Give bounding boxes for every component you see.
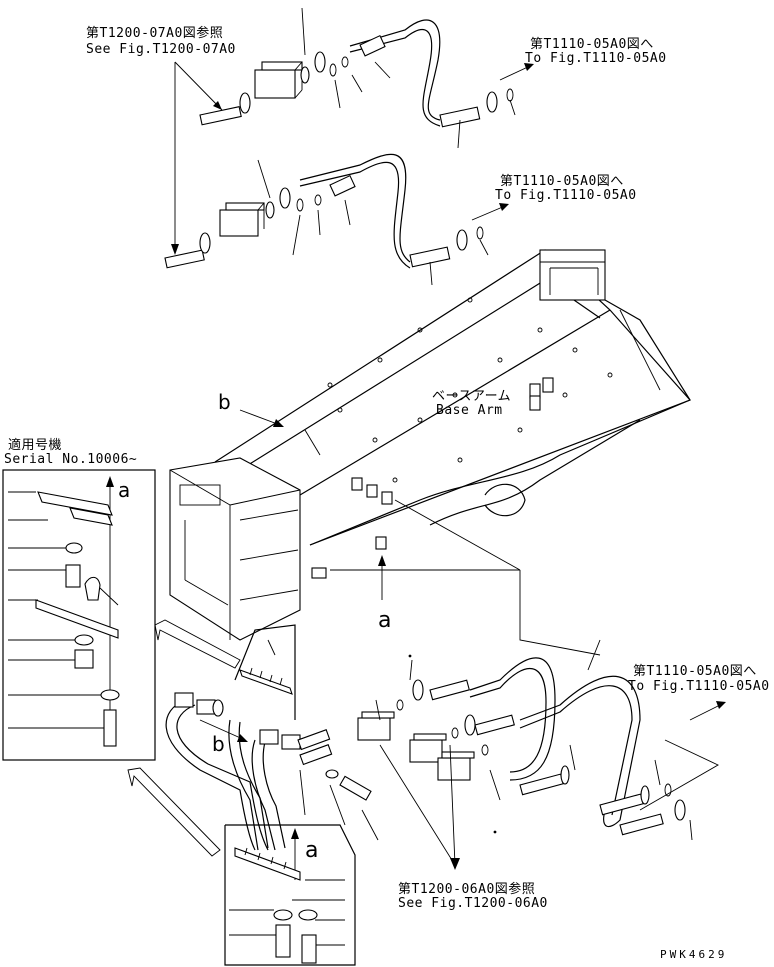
serial-ja: 適用号機: [8, 438, 63, 453]
drawing-number: PWK4629: [660, 948, 728, 961]
upper-hose-assembly-1: [199, 7, 516, 149]
ref-t1110-05a0-ja-3: 第T1110-05A0図へ: [633, 664, 757, 679]
serial-en: Serial No.10006~: [4, 452, 138, 467]
bolt-inset: [224, 824, 356, 966]
ref-t1200-06a0-en: See Fig.T1200-06A0: [398, 896, 548, 911]
right-lower-hoses: [357, 570, 693, 870]
callout-b-upper-arrow: [239, 409, 284, 427]
ref-t1110-05a0-ja-2: 第T1110-05A0図へ: [500, 174, 624, 189]
plate-inset: [234, 624, 296, 720]
ref-t1110-05a0-en-3: To Fig.T1110-05A0: [628, 679, 770, 694]
ref-t1200-07a0-en: See Fig.T1200-07A0: [86, 42, 236, 57]
ref-t1110-05a0-ja-1: 第T1110-05A0図へ: [530, 37, 654, 52]
ref-t1110-05a0-en-1: To Fig.T1110-05A0: [525, 51, 667, 66]
ref-t1200-06a0-ja: 第T1200-06A0図参照: [398, 882, 536, 897]
callout-b-lower: b: [212, 732, 226, 756]
ref-arrows-t1200-07a0: [171, 61, 223, 255]
base-arm: [169, 249, 692, 641]
ref-t1110-05a0-en-2: To Fig.T1110-05A0: [495, 188, 637, 203]
callout-a-arm: a: [378, 608, 392, 633]
lower-hose-bundle: [165, 692, 379, 851]
callout-a-bolt-inset: a: [305, 838, 319, 863]
callout-a-serial: a: [118, 478, 131, 502]
base-arm-en: Base Arm: [436, 403, 503, 418]
base-arm-ja: ベースアーム: [432, 389, 512, 404]
callout-b-upper: b: [218, 390, 232, 414]
upper-hose-assembly-2: [164, 153, 489, 286]
inset-arrows: [127, 619, 241, 857]
callout-a-arm-arrow: [378, 555, 386, 600]
ref-t1200-07a0-ja: 第T1200-07A0図参照: [86, 26, 224, 41]
serial-inset: [2, 469, 156, 761]
ref-arrows-t1110-05a0: [471, 63, 726, 811]
